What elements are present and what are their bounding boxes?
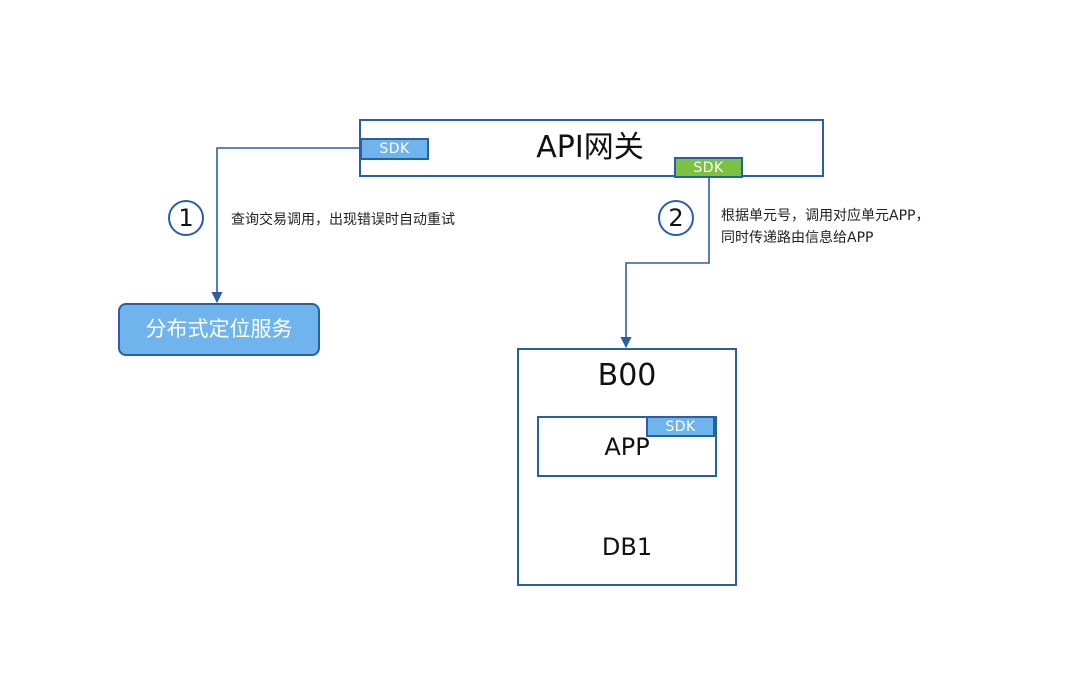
gateway-sdk-right: SDK (674, 157, 743, 178)
app-label: APP (604, 433, 650, 461)
unit-b00-title: B00 (597, 358, 657, 393)
gateway-sdk-left: SDK (360, 138, 429, 160)
app-sdk: SDK (646, 416, 715, 437)
api-gateway-title: API网关 (536, 130, 644, 165)
api-gateway-box (359, 119, 824, 177)
arrow-gateway-to-locator (211, 147, 360, 304)
step-1-badge: 1 (168, 200, 204, 236)
step-2-badge: 2 (658, 200, 694, 236)
step-1-text: 查询交易调用，出现错误时自动重试 (231, 212, 455, 228)
db1-label: DB1 (601, 533, 653, 561)
locator-service-box: 分布式定位服务 (118, 303, 320, 356)
arrow-gateway-to-unit (620, 177, 710, 349)
step-2-text-line2: 同时传递路由信息给APP (721, 230, 874, 246)
step-2-text-line1: 根据单元号，调用对应单元APP， (721, 208, 930, 224)
